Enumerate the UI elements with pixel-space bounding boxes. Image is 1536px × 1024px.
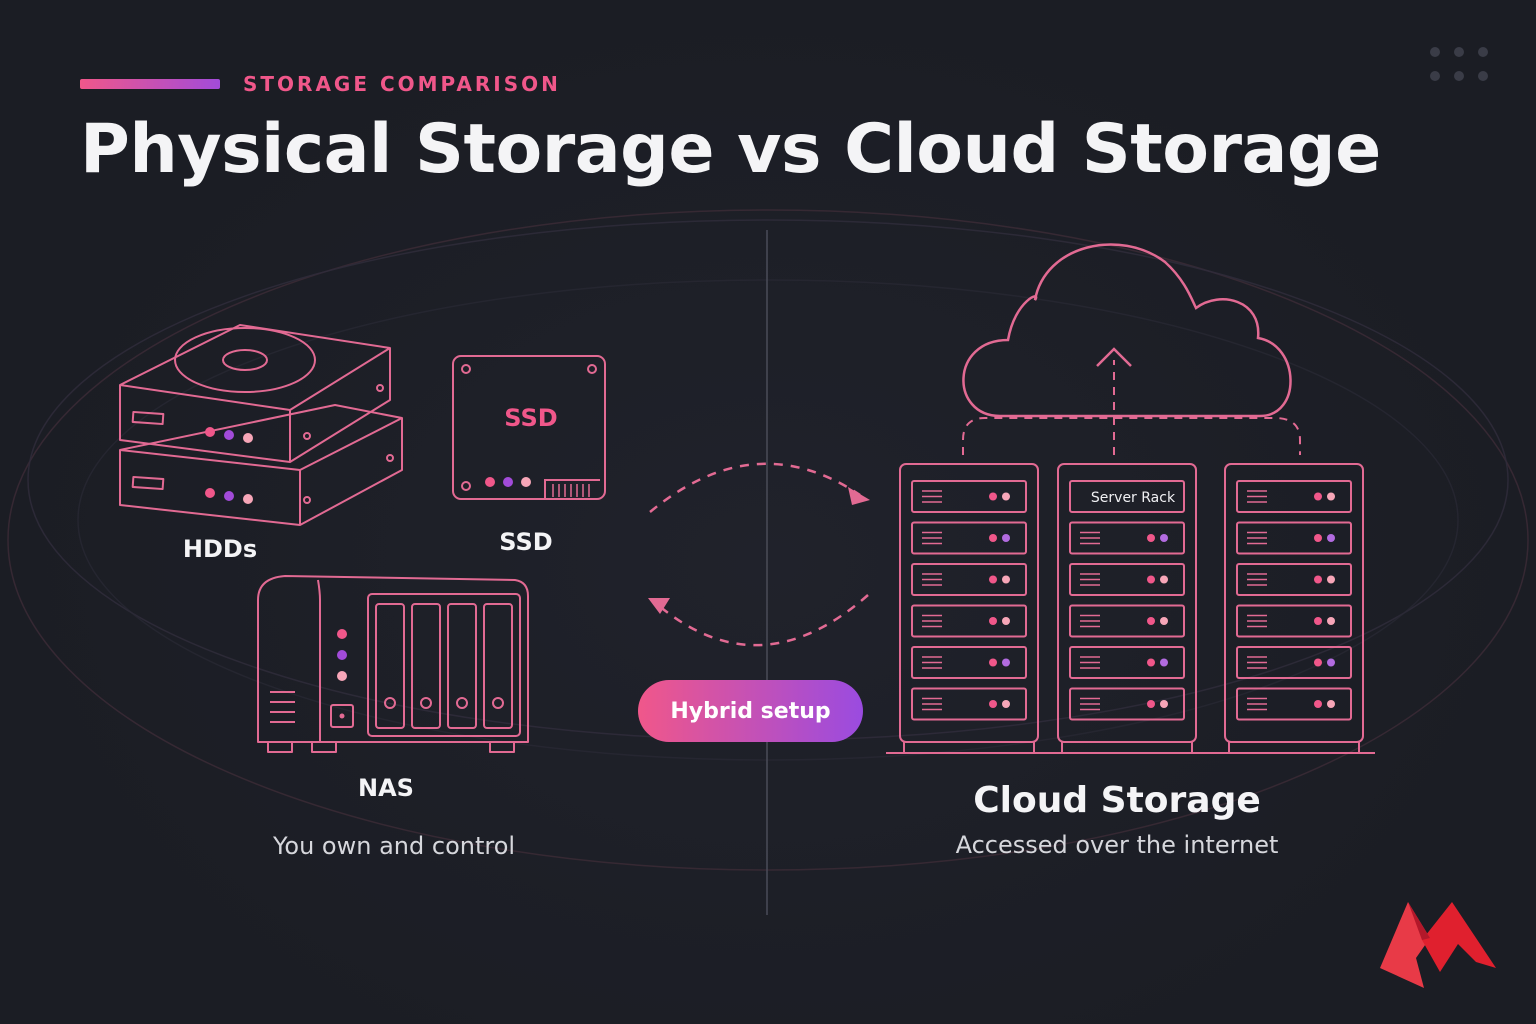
server-unit: [911, 687, 1027, 721]
server-unit: [1069, 604, 1185, 638]
server-led: [1327, 700, 1335, 708]
eyebrow-accent-bar: [80, 79, 220, 89]
cloud-storage-title: Cloud Storage: [973, 780, 1261, 821]
server-led: [989, 617, 997, 625]
page-title: Physical Storage vs Cloud Storage: [80, 110, 1381, 189]
dot-grid-decoration: [1430, 47, 1500, 89]
server-led: [1160, 700, 1168, 708]
server-led: [1327, 534, 1335, 542]
server-led: [1002, 617, 1010, 625]
nas-icon: [257, 575, 529, 753]
hdd-led-indicators: [205, 427, 253, 504]
server-unit: [1236, 563, 1352, 596]
server-unit: [911, 480, 1027, 513]
server-unit: [1069, 563, 1185, 596]
server-unit: [1069, 646, 1185, 679]
server-led: [989, 534, 997, 542]
server-led: [989, 492, 997, 501]
server-led: [1147, 700, 1155, 708]
physical-caption: You own and control: [272, 832, 516, 860]
server-rack: [1224, 463, 1364, 743]
server-led: [989, 658, 997, 667]
server-unit: [1236, 480, 1352, 513]
server-rack-label: Server Rack: [1091, 490, 1176, 506]
ssd-label: SSD: [499, 528, 553, 556]
sync-arrowhead-left: [648, 598, 670, 614]
sync-arrowhead-right: [848, 487, 870, 505]
upload-arrowhead: [1096, 347, 1132, 367]
server-led: [1002, 492, 1010, 501]
hybrid-setup-button[interactable]: Hybrid setup: [638, 680, 863, 742]
server-unit: [911, 563, 1027, 596]
server-rack: [899, 463, 1039, 743]
server-led: [1327, 617, 1335, 625]
server-led: [1147, 534, 1155, 542]
server-led: [1327, 492, 1335, 501]
server-led: [1314, 700, 1322, 708]
server-unit: [911, 604, 1027, 638]
cloud-icon: [962, 243, 1292, 418]
server-led: [1314, 575, 1322, 584]
server-unit: [1069, 687, 1185, 721]
eyebrow-label: STORAGE COMPARISON: [243, 72, 561, 96]
server-unit: [1236, 687, 1352, 721]
nas-label: NAS: [358, 774, 414, 802]
logo-icon: [1380, 902, 1496, 988]
server-rack: [1057, 463, 1197, 743]
server-unit: [911, 521, 1027, 555]
server-unit: [1069, 480, 1185, 513]
server-led: [1314, 658, 1322, 667]
server-led: [1327, 575, 1335, 584]
server-led: [1160, 534, 1168, 542]
server-led: [1314, 534, 1322, 542]
ssd-chip-text: SSD: [504, 404, 557, 432]
server-unit: [1069, 521, 1185, 555]
server-led: [1160, 575, 1168, 584]
cloud-upload-connector: [962, 360, 1301, 455]
ssd-led-indicators: [485, 477, 531, 487]
server-unit: [1236, 521, 1352, 555]
cloud-caption: Accessed over the internet: [955, 831, 1279, 859]
server-led: [1314, 617, 1322, 625]
server-unit: [1236, 646, 1352, 679]
server-led: [989, 700, 997, 708]
ssd-icon: [452, 355, 606, 500]
server-led: [989, 575, 997, 584]
server-led: [1002, 658, 1010, 667]
server-rack-icon: [886, 463, 1375, 754]
server-led: [1147, 658, 1155, 667]
server-led: [1160, 658, 1168, 667]
server-led: [1147, 617, 1155, 625]
sync-arrows-icon: [649, 462, 869, 647]
hdd-stack-icon: [119, 324, 403, 526]
server-led: [1314, 492, 1322, 501]
hdd-label: HDDs: [182, 535, 258, 563]
server-unit: [1236, 604, 1352, 638]
server-led: [1002, 575, 1010, 584]
server-led: [1002, 700, 1010, 708]
server-led: [1147, 575, 1155, 584]
server-led: [1327, 658, 1335, 667]
nas-led-indicators: [337, 629, 347, 719]
server-led: [1160, 617, 1168, 625]
server-led: [1002, 534, 1010, 542]
server-unit: [911, 646, 1027, 679]
